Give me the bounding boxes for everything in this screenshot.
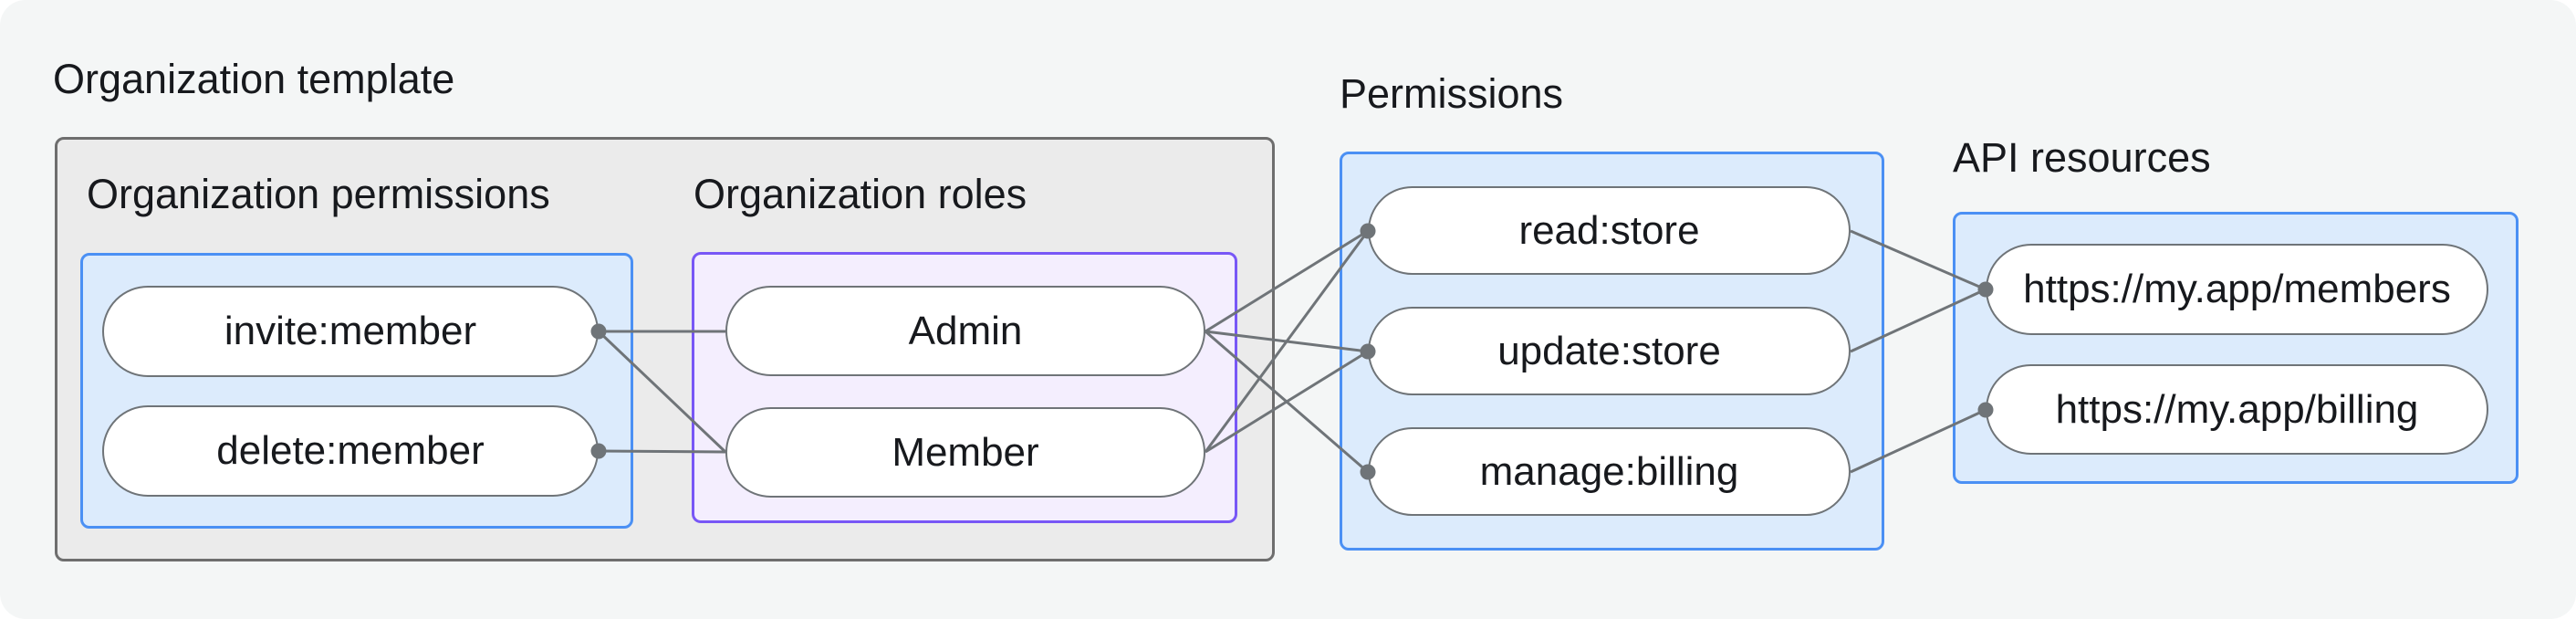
node-delete-member: delete:member xyxy=(102,405,599,497)
api-resources-label: API resources xyxy=(1953,134,2211,181)
permissions-label: Permissions xyxy=(1340,70,1564,117)
node-update-store: update:store xyxy=(1368,307,1851,395)
organization-permissions-label: Organization permissions xyxy=(87,171,550,217)
node-manage-billing: manage:billing xyxy=(1368,427,1851,516)
node-api-billing: https://my.app/billing xyxy=(1986,364,2488,455)
node-api-members: https://my.app/members xyxy=(1986,244,2488,335)
node-admin: Admin xyxy=(725,286,1205,376)
node-invite-member: invite:member xyxy=(102,286,599,377)
organization-roles-label: Organization roles xyxy=(694,171,1027,217)
node-member: Member xyxy=(725,407,1205,498)
organization-template-label: Organization template xyxy=(53,56,455,102)
node-read-store: read:store xyxy=(1368,186,1851,275)
